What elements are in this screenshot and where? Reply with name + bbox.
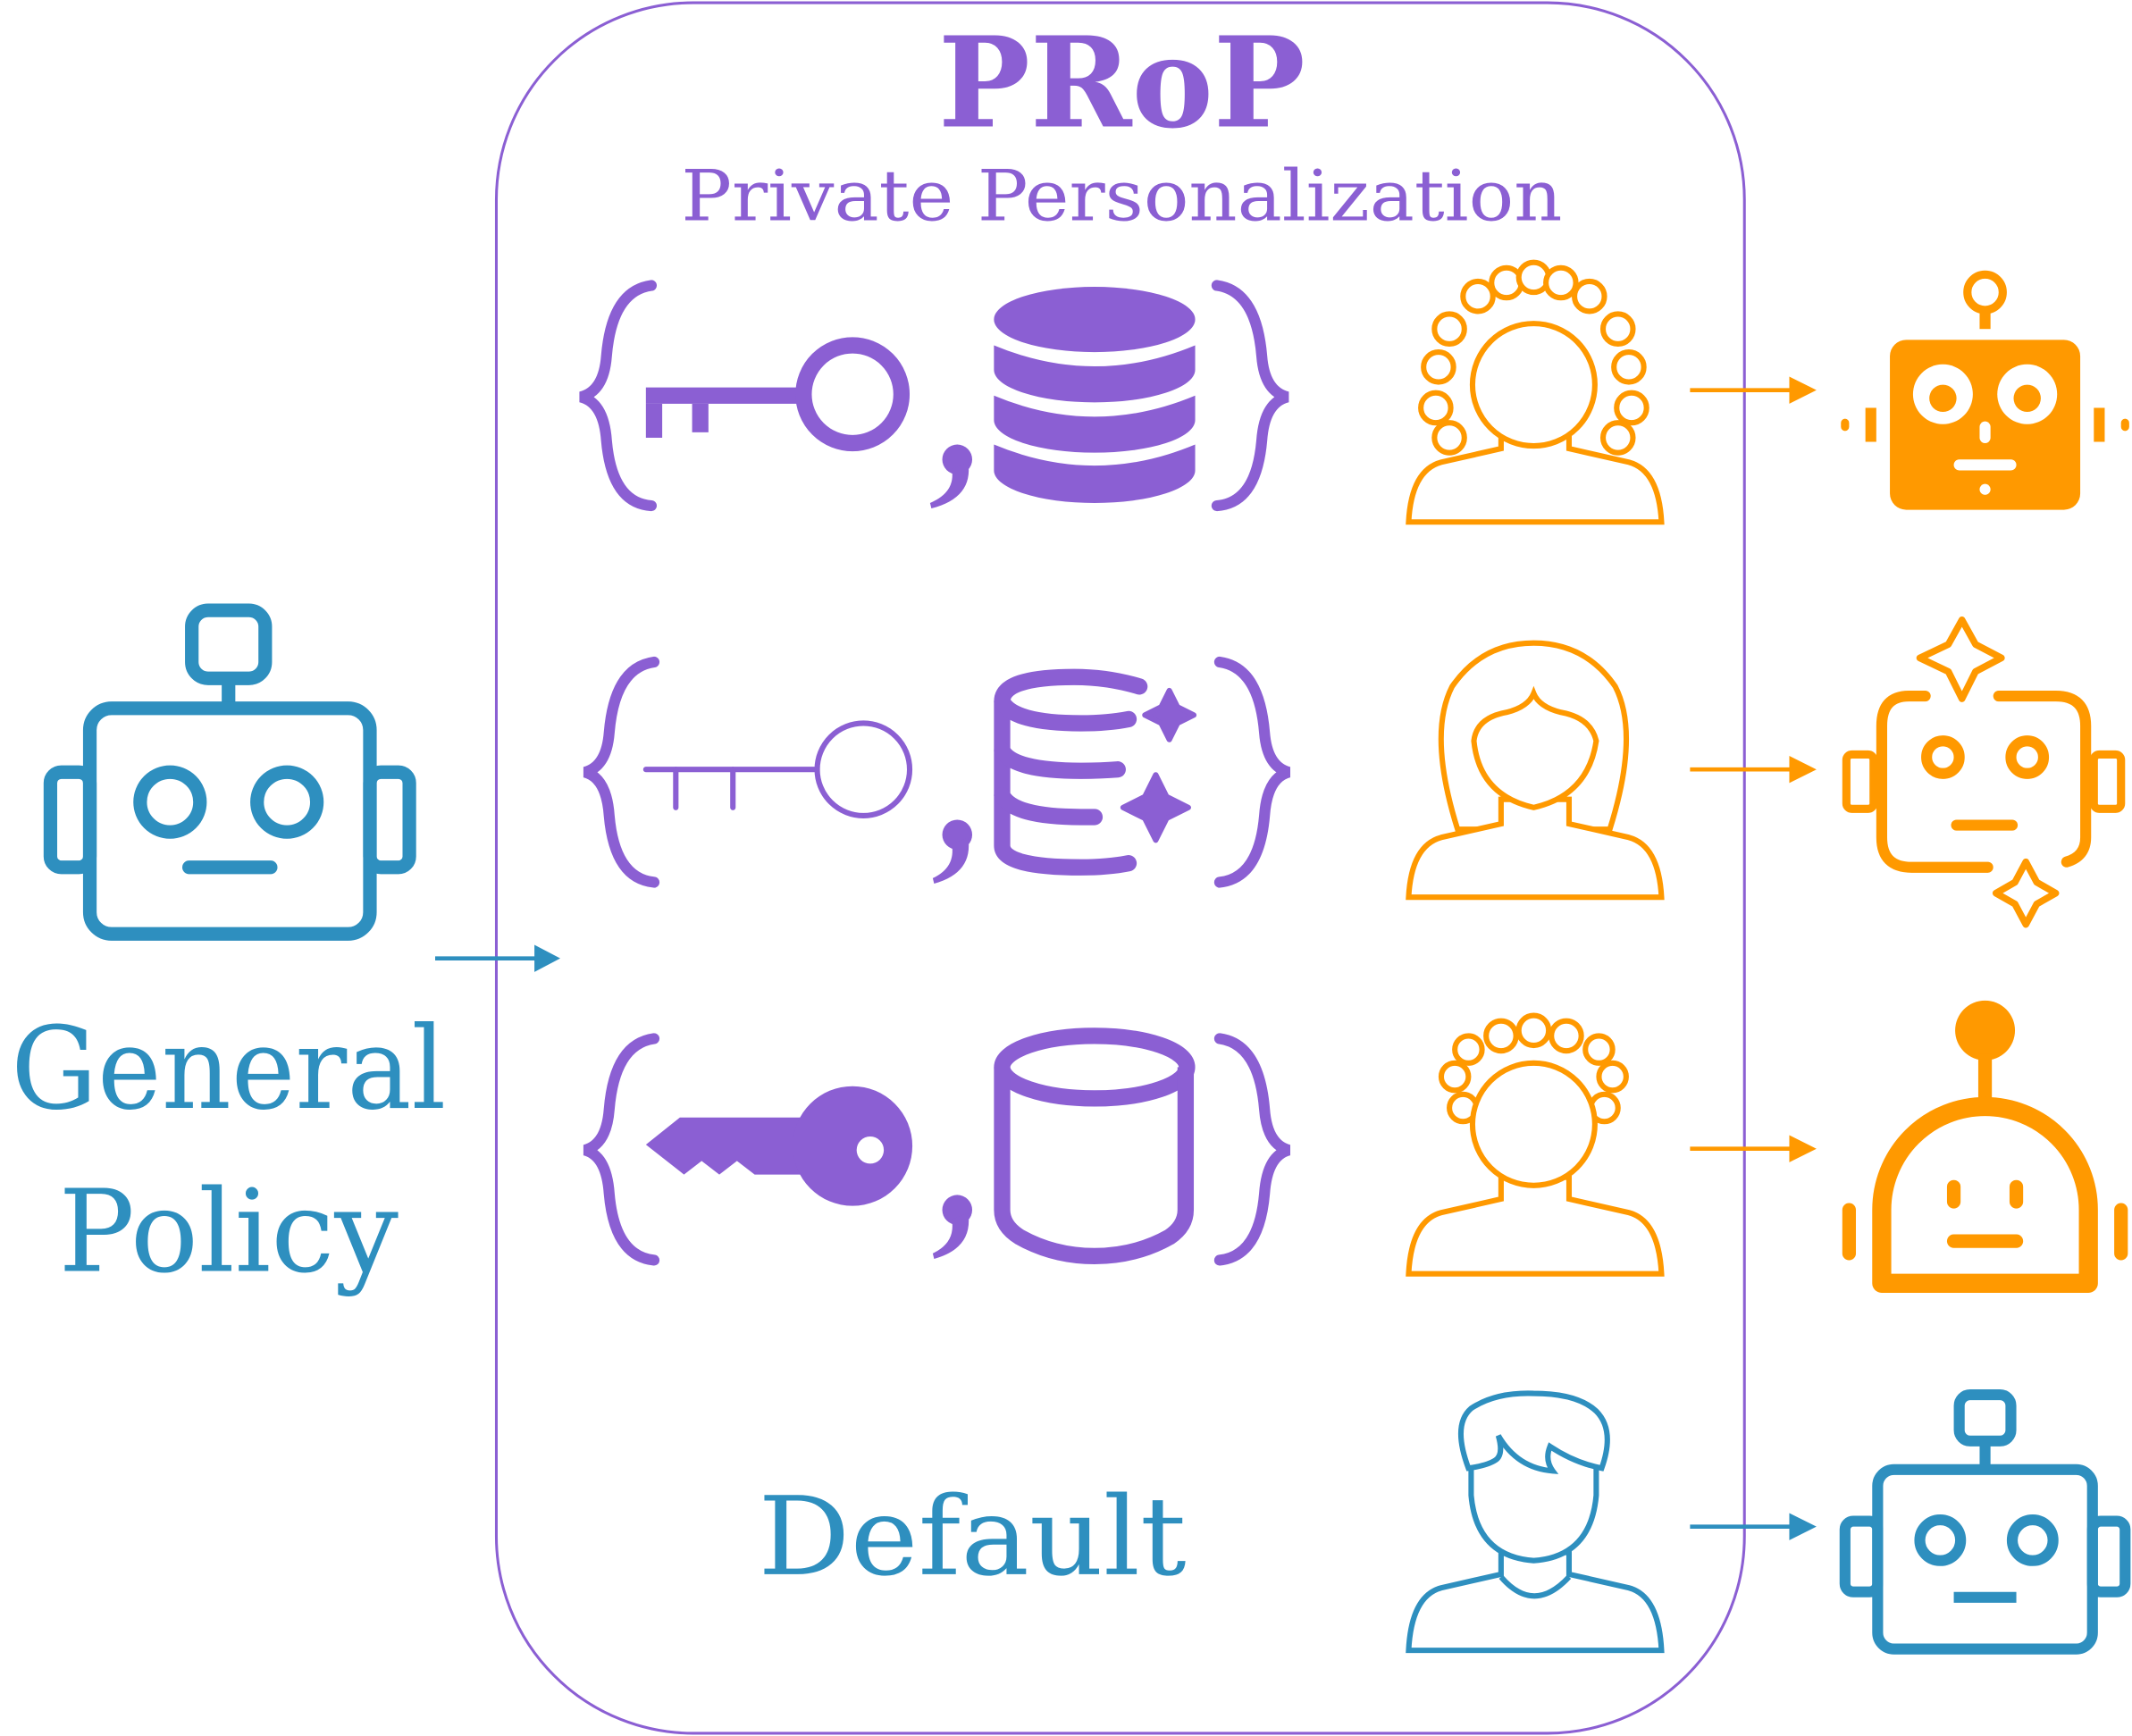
row-1 [578,259,2129,525]
row-default: Default [758,1389,2131,1655]
brace-right-icon [1211,280,1289,512]
key-icon [645,337,911,452]
personalized-robot-3-icon [1842,1000,2128,1293]
user-short-hair-person-icon [1406,1390,1665,1654]
title: PRoP [938,11,1305,157]
row-2 [583,616,2126,928]
brace-right-icon [1213,1033,1291,1266]
key-icon [642,720,913,818]
personalized-robot-1-icon [1841,270,2129,510]
user-curly-hair-person-icon [1406,1012,1665,1277]
comma-icon [932,1195,973,1259]
sparkle-icon [1992,858,2060,928]
sparkle-icon [1142,687,1197,742]
comma-icon [932,819,973,884]
general-label-line1: General [11,1002,446,1136]
general-robot-icon [1839,1389,2131,1655]
sparkle-icon [1120,772,1191,843]
personalized-robot-2-icon [1842,616,2126,928]
key-icon [645,1086,913,1206]
arrow-icon [1690,376,1817,404]
arrow-icon [1690,1135,1817,1162]
arrow-icon [1690,1513,1817,1540]
brace-left-icon [578,280,658,512]
database-sparkles-icon [994,668,1197,876]
comma-icon [929,444,973,509]
user-curly-hair-woman-icon [1406,259,1665,525]
user-long-hair-woman-icon [1406,640,1665,901]
default-label: Default [758,1473,1186,1600]
general-label-line2: Policy [59,1166,399,1299]
empty-database-icon [994,1027,1196,1265]
subtitle: Private Personalization [681,155,1562,237]
database-icon [994,287,1196,503]
row-3 [583,1000,2128,1293]
brace-left-icon [583,1033,660,1266]
arrow-icon [1690,755,1817,784]
prop-container [494,1,1746,1735]
general-policy-robot-icon [43,603,416,941]
arrow-icon [435,944,560,972]
brace-right-icon [1213,656,1291,888]
brace-left-icon [583,656,660,888]
sparkle-icon [1916,616,2005,702]
